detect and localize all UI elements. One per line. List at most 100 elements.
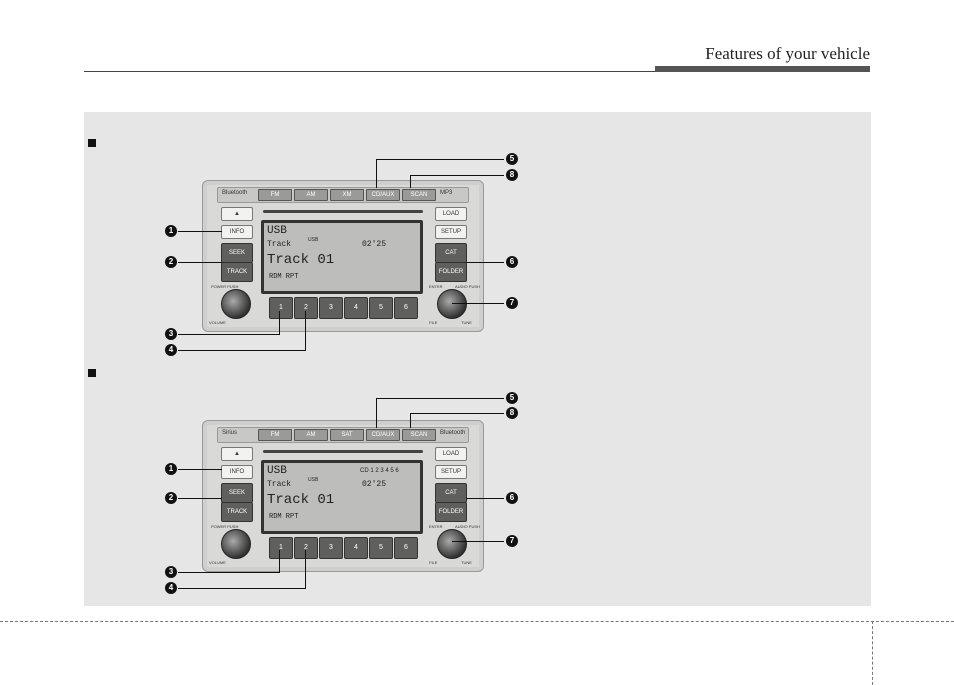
leader-line bbox=[452, 541, 504, 542]
callout-1: 1 bbox=[165, 225, 177, 237]
mode-button[interactable]: FM bbox=[258, 429, 292, 441]
leader-line bbox=[410, 413, 411, 428]
preset-button[interactable]: 6 bbox=[394, 537, 418, 559]
preset-button[interactable]: 6 bbox=[394, 297, 418, 319]
preset-button[interactable]: 2 bbox=[294, 537, 318, 559]
display-source: USB bbox=[308, 237, 319, 243]
leader-line bbox=[376, 398, 377, 428]
section-bullet bbox=[88, 369, 96, 377]
tune-knob[interactable] bbox=[437, 529, 467, 559]
eject-button[interactable]: ▲ bbox=[221, 207, 253, 221]
preset-button[interactable]: 4 bbox=[344, 297, 368, 319]
cat-button[interactable]: CAT bbox=[435, 483, 467, 503]
leader-line bbox=[279, 311, 280, 335]
leader-line bbox=[178, 469, 222, 470]
preset-button[interactable]: 1 bbox=[269, 297, 293, 319]
display-line2: Track bbox=[267, 480, 292, 489]
disc-slot bbox=[263, 450, 423, 453]
track-button[interactable]: TRACK bbox=[221, 502, 253, 522]
setup-button[interactable]: SETUP bbox=[435, 225, 467, 239]
leader-line bbox=[178, 588, 305, 589]
callout-4: 4 bbox=[165, 582, 177, 594]
display-modes: RDM RPT bbox=[269, 513, 299, 521]
mode-button[interactable]: SCAN bbox=[402, 189, 436, 201]
brand-left: Bluetooth bbox=[222, 190, 248, 196]
section-bullet bbox=[88, 139, 96, 147]
leader-line bbox=[376, 398, 504, 399]
leader-line bbox=[376, 159, 377, 188]
callout-3: 3 bbox=[165, 566, 177, 578]
volume-label: VOLUME bbox=[209, 560, 226, 565]
callout-6: 6 bbox=[506, 256, 518, 268]
power-volume-knob[interactable] bbox=[221, 289, 251, 319]
leader-line bbox=[178, 262, 222, 263]
brand-right: MP3 bbox=[440, 190, 453, 196]
preset-button[interactable]: 3 bbox=[319, 537, 343, 559]
display-mode: USB bbox=[267, 465, 287, 477]
lcd-display: USB CD 1 2 3 4 5 6 USB Track 02'25 Track… bbox=[261, 460, 423, 534]
callout-2: 2 bbox=[165, 492, 177, 504]
cat-button[interactable]: CAT bbox=[435, 243, 467, 263]
info-button[interactable]: INFO bbox=[221, 225, 253, 239]
volume-label: VOLUME bbox=[209, 320, 226, 325]
preset-button[interactable]: 5 bbox=[369, 297, 393, 319]
tune-knob[interactable] bbox=[437, 289, 467, 319]
seek-button[interactable]: SEEK bbox=[221, 483, 253, 503]
power-volume-knob[interactable] bbox=[221, 529, 251, 559]
tune-label: TUNE bbox=[461, 560, 472, 565]
audio-unit-bottom: Sirius FM AM SAT CD/AUX SCAN Bluetooth ▲… bbox=[202, 420, 484, 572]
footer-dashed-rule bbox=[0, 621, 954, 622]
display-time: 02'25 bbox=[362, 240, 387, 249]
leader-line bbox=[178, 231, 222, 232]
preset-button[interactable]: 1 bbox=[269, 537, 293, 559]
mode-button[interactable]: CD/AUX bbox=[366, 189, 400, 201]
preset-button[interactable]: 5 bbox=[369, 537, 393, 559]
preset-button[interactable]: 2 bbox=[294, 297, 318, 319]
leader-line bbox=[466, 498, 504, 499]
mode-button[interactable]: SCAN bbox=[402, 429, 436, 441]
mode-button[interactable]: FM bbox=[258, 189, 292, 201]
seek-button[interactable]: SEEK bbox=[221, 243, 253, 263]
display-mode: USB bbox=[267, 225, 287, 237]
mode-button[interactable]: AM bbox=[294, 429, 328, 441]
callout-3: 3 bbox=[165, 328, 177, 340]
mode-button[interactable]: AM bbox=[294, 189, 328, 201]
callout-2: 2 bbox=[165, 256, 177, 268]
display-line2: Track bbox=[267, 240, 292, 249]
leader-line bbox=[410, 175, 411, 188]
mode-button[interactable]: CD/AUX bbox=[366, 429, 400, 441]
leader-line bbox=[178, 350, 305, 351]
power-label: POWER PUSH bbox=[211, 524, 239, 529]
callout-7: 7 bbox=[506, 297, 518, 309]
leader-line bbox=[178, 572, 279, 573]
track-button[interactable]: TRACK bbox=[221, 262, 253, 282]
header-rule-bar bbox=[655, 66, 870, 72]
leader-line bbox=[178, 334, 279, 335]
display-time: 02'25 bbox=[362, 480, 387, 489]
setup-button[interactable]: SETUP bbox=[435, 465, 467, 479]
display-track: Track 01 bbox=[267, 492, 335, 508]
header-rule bbox=[84, 71, 870, 72]
enter-label: ENTER bbox=[429, 284, 443, 289]
lcd-display: USB USB Track 02'25 Track 01 RDM RPT bbox=[261, 220, 423, 294]
leader-line bbox=[279, 550, 280, 573]
top-bar: Sirius FM AM SAT CD/AUX SCAN Bluetooth bbox=[217, 427, 469, 443]
info-button[interactable]: INFO bbox=[221, 465, 253, 479]
mode-button[interactable]: SAT bbox=[330, 429, 364, 441]
mode-button[interactable]: XM bbox=[330, 189, 364, 201]
display-source: USB bbox=[308, 477, 319, 483]
file-label: FILE bbox=[429, 320, 438, 325]
folder-button[interactable]: FOLDER bbox=[435, 502, 467, 522]
preset-button[interactable]: 3 bbox=[319, 297, 343, 319]
load-button[interactable]: LOAD bbox=[435, 207, 467, 221]
leader-line bbox=[410, 175, 504, 176]
eject-button[interactable]: ▲ bbox=[221, 447, 253, 461]
page-title: Features of your vehicle bbox=[705, 44, 870, 63]
display-track: Track 01 bbox=[267, 252, 335, 268]
preset-button[interactable]: 4 bbox=[344, 537, 368, 559]
load-button[interactable]: LOAD bbox=[435, 447, 467, 461]
power-label: POWER PUSH bbox=[211, 284, 239, 289]
folder-button[interactable]: FOLDER bbox=[435, 262, 467, 282]
leader-line bbox=[305, 550, 306, 589]
leader-line bbox=[410, 413, 504, 414]
